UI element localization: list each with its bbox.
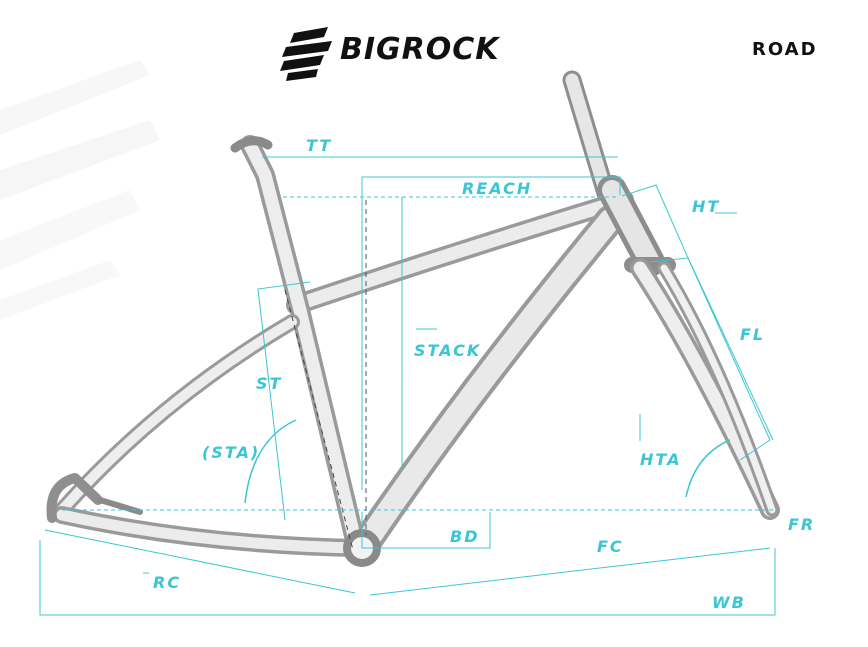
reach-label: REACH xyxy=(462,179,533,198)
logo-stripes-icon xyxy=(280,27,332,81)
fc-label: FC xyxy=(597,537,624,556)
sta-label: (STA) xyxy=(202,443,261,462)
bigrock-logo: BIGROCK xyxy=(278,27,578,81)
brand-name: BIGROCK xyxy=(340,32,500,67)
tt-label: TT xyxy=(306,136,333,155)
bike-frame xyxy=(46,70,780,567)
bd-label: BD xyxy=(450,527,480,546)
rc-label: RC xyxy=(153,573,182,592)
category-label: ROAD xyxy=(752,39,818,60)
dimension-lines xyxy=(39,156,778,616)
fl-label: FL xyxy=(740,325,766,344)
ht-label: HT xyxy=(692,197,721,216)
fr-label: FR xyxy=(788,515,816,534)
background-swooshes xyxy=(0,60,160,320)
wb-label: WB xyxy=(712,593,746,612)
stack-label: STACK xyxy=(414,341,482,360)
st-label: ST xyxy=(256,374,283,393)
hta-label: HTA xyxy=(640,450,682,469)
